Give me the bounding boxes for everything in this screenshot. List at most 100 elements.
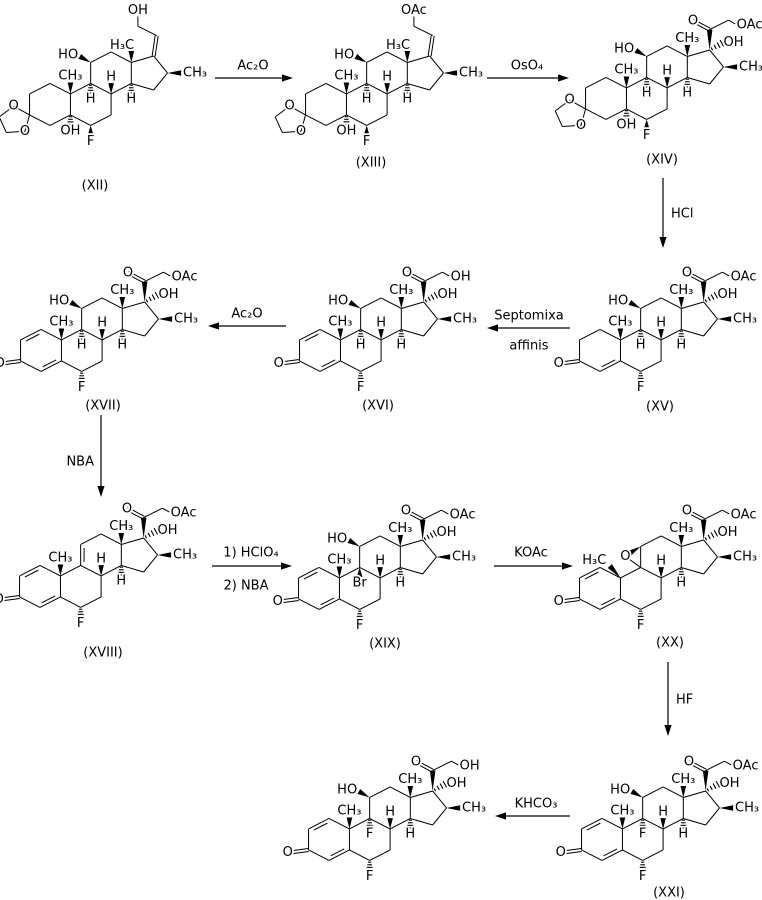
bond <box>640 360 662 372</box>
hash-bond <box>148 296 152 302</box>
c6-substituent-label: F <box>363 134 370 149</box>
c21-group-label: OAc <box>401 3 427 18</box>
c9-substituent-label: F <box>639 827 646 842</box>
bond <box>110 83 132 95</box>
wedge-bond <box>407 785 414 798</box>
bond <box>320 597 335 606</box>
arrow-head <box>562 562 573 570</box>
bond <box>705 790 720 809</box>
wedge-bond <box>69 299 82 309</box>
wedge-bond <box>357 788 370 798</box>
bond <box>441 509 449 515</box>
bond <box>579 329 601 341</box>
wedge-bond <box>87 125 94 135</box>
c21-group-label: OAc <box>450 507 476 522</box>
bond <box>554 99 570 112</box>
bond <box>360 360 382 372</box>
ketone-oxygen-label: O <box>283 845 293 860</box>
ketone-oxygen-label: O <box>274 356 284 371</box>
bond <box>340 360 361 372</box>
bond <box>299 329 321 341</box>
bond <box>562 848 582 852</box>
bond <box>580 108 587 126</box>
bond <box>407 55 430 63</box>
reagent-label: NBA <box>66 455 94 470</box>
bond <box>640 598 662 610</box>
bond <box>703 509 723 521</box>
bond <box>687 49 710 57</box>
c8-hydrogen-label: H <box>385 804 395 819</box>
bond <box>366 51 388 63</box>
wedge-bond <box>446 805 461 811</box>
bond <box>90 83 112 95</box>
bond <box>554 110 563 127</box>
c21-group-label: OH <box>460 758 480 773</box>
bond <box>666 77 688 89</box>
compound-XVIII: OFHHCH₃CH₃CH₃OHOOAc(XVIII) <box>0 500 199 661</box>
bond <box>413 25 433 37</box>
hash-bond <box>710 47 714 51</box>
bond <box>122 301 145 309</box>
bond <box>144 301 159 320</box>
bond <box>131 55 154 63</box>
bond <box>560 361 580 366</box>
c16-methyl-label: CH₃ <box>453 311 477 326</box>
c5-substituent-label: OH <box>336 124 356 139</box>
bond <box>154 35 159 57</box>
bond <box>127 507 145 517</box>
bond <box>640 297 662 309</box>
bond <box>280 359 300 363</box>
c14-hydrogen-label: H <box>678 827 688 842</box>
bond <box>401 329 424 337</box>
c21-group-label: OAc <box>733 758 759 773</box>
wedge-bond <box>356 567 363 577</box>
bond <box>640 567 662 579</box>
bond <box>687 509 705 519</box>
reagent-label: KOAc <box>514 546 548 561</box>
compound-numeral: (XX) <box>656 636 684 651</box>
arrow-head <box>281 562 292 570</box>
reaction-arrow-r5: Ac₂O <box>208 307 286 330</box>
bond <box>601 849 623 861</box>
bond <box>666 45 688 57</box>
bond <box>305 114 327 126</box>
bond <box>705 760 725 772</box>
c20-ketone-oxygen-label: O <box>122 501 132 516</box>
reagent-label: 1) HClO₄ <box>223 546 278 561</box>
hash-bond <box>704 299 708 303</box>
hash-bond <box>713 44 717 50</box>
c6-substituent-label: F <box>643 128 650 143</box>
reaction-arrow-r1: Ac₂O <box>215 59 293 82</box>
c8-hydrogen-label: H <box>382 69 392 84</box>
wedge-bond <box>658 329 664 340</box>
wedge-bond <box>443 70 458 76</box>
bond <box>687 271 705 281</box>
hash-bond <box>429 532 434 538</box>
compound-numeral: (XV) <box>646 400 674 415</box>
bond <box>703 539 718 558</box>
bond <box>626 77 647 89</box>
bond <box>304 333 319 342</box>
c20-ketone-oxygen-label: O <box>682 265 692 280</box>
wedge-bond <box>108 83 114 94</box>
c20-ketone-oxygen-label: O <box>402 265 412 280</box>
wedge-bond <box>140 517 147 538</box>
c16-methyl-label: CH₃ <box>739 59 762 74</box>
bond <box>289 105 306 116</box>
c20-ketone-oxygen-label: O <box>411 754 421 769</box>
reaction-arrow-r6: NBA <box>66 415 105 497</box>
ketone-oxygen-label: O <box>273 594 283 609</box>
c16-methyl-label: CH₃ <box>452 549 476 564</box>
wedge-bond <box>119 296 126 309</box>
c16-methyl-label: CH₃ <box>183 65 207 80</box>
c13-methyl-label: CH₃ <box>669 521 693 536</box>
bond <box>6 130 26 133</box>
bond <box>339 598 360 610</box>
bond <box>410 790 433 798</box>
